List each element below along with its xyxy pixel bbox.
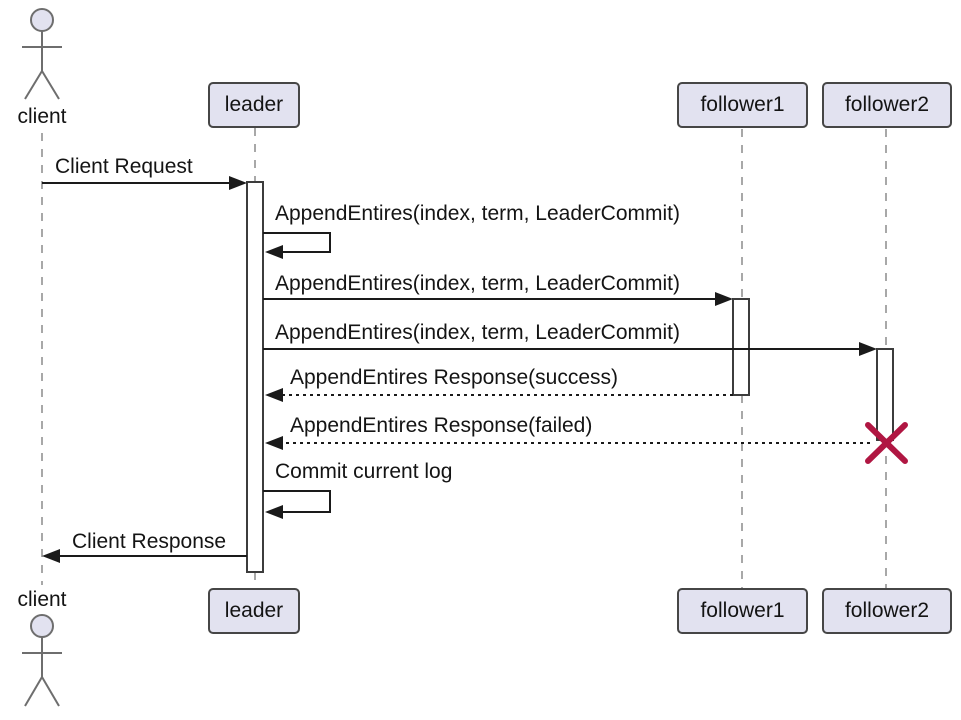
arrow-client-response bbox=[42, 549, 247, 563]
message-label-response-failed: AppendEntires Response(failed) bbox=[290, 414, 593, 437]
message-label-append-entries-follower1: AppendEntires(index, term, LeaderCommit) bbox=[275, 272, 681, 295]
arrow-response-success bbox=[265, 388, 733, 402]
actor-client-bottom-icon bbox=[22, 614, 62, 707]
actor-client-top-icon bbox=[22, 8, 62, 100]
participant-follower2-bottom: follower2 bbox=[822, 588, 952, 634]
arrow-append-entries-follower2 bbox=[263, 342, 877, 356]
activation-follower1 bbox=[732, 298, 750, 396]
destroy-x-icon bbox=[865, 422, 908, 464]
message-label-append-entries-self: AppendEntires(index, term, LeaderCommit) bbox=[275, 202, 681, 225]
message-label-client-response: Client Response bbox=[72, 530, 227, 553]
participant-leader-top: leader bbox=[208, 82, 300, 128]
arrow-client-request bbox=[42, 176, 247, 190]
message-label-commit-log: Commit current log bbox=[275, 460, 453, 483]
arrow-self-append-entries bbox=[263, 232, 331, 259]
message-label-response-success: AppendEntires Response(success) bbox=[290, 366, 619, 389]
activation-follower2 bbox=[876, 348, 894, 441]
message-label-append-entries-follower2: AppendEntires(index, term, LeaderCommit) bbox=[275, 321, 681, 344]
actor-label-client-bottom: client bbox=[17, 588, 67, 611]
actor-label-client-top: client bbox=[17, 105, 67, 128]
participant-follower1-top: follower1 bbox=[677, 82, 808, 128]
arrow-response-failed bbox=[265, 436, 870, 450]
activation-leader bbox=[246, 181, 264, 573]
participant-follower1-bottom: follower1 bbox=[677, 588, 808, 634]
message-label-client-request: Client Request bbox=[55, 155, 193, 178]
participant-leader-bottom: leader bbox=[208, 588, 300, 634]
arrow-self-commit-log bbox=[263, 490, 331, 519]
participant-follower2-top: follower2 bbox=[822, 82, 952, 128]
arrow-append-entries-follower1 bbox=[263, 292, 733, 306]
